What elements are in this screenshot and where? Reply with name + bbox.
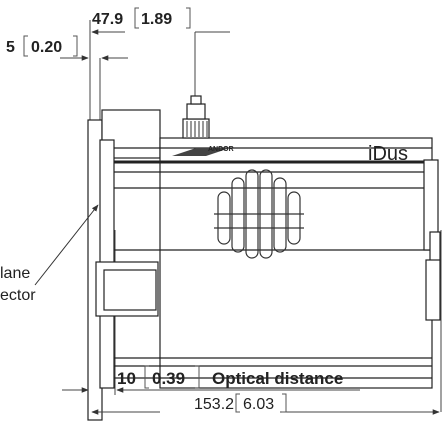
camera-body <box>87 95 441 421</box>
total-length-in: 6.03 <box>243 396 274 413</box>
connector-knurl <box>186 121 208 137</box>
head-length-in: 1.89 <box>141 11 172 28</box>
head-length-dimension: 47.9 1.89 <box>91 7 230 35</box>
callout-line1: lane <box>0 265 30 282</box>
optical-distance-mm: 10 <box>117 369 136 388</box>
optical-distance-dimension: 10 0.39 Optical distance <box>62 365 360 393</box>
model-label: iDus <box>368 143 408 165</box>
total-length-dimension: 153.2 6.03 <box>91 393 440 415</box>
optical-distance-in: 0.39 <box>152 369 185 388</box>
optical-distance-label: Optical distance <box>212 369 343 388</box>
flange-dimension: 5 0.20 <box>6 35 128 61</box>
total-length-mm: 153.2 <box>194 396 234 413</box>
logo-text: ANDOR <box>208 146 234 153</box>
fan-grille <box>214 169 304 259</box>
callout-line2: ector <box>0 287 36 304</box>
head-length-mm: 47.9 <box>92 11 123 28</box>
logo-mark-icon <box>172 148 230 156</box>
andor-logo: ANDOR <box>172 146 234 156</box>
flange-in: 0.20 <box>31 39 62 56</box>
focal-plane-callout: lane ector <box>0 204 99 304</box>
flange-mm: 5 <box>6 39 15 56</box>
